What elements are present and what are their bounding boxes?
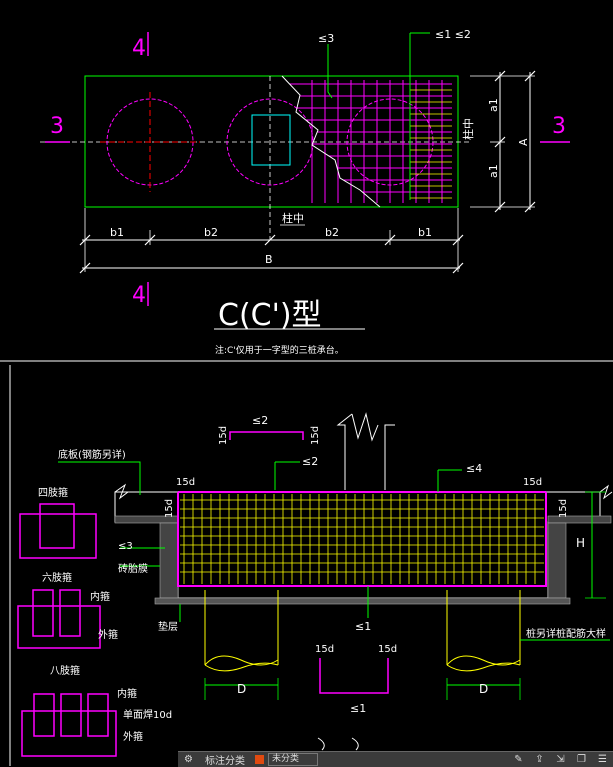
bar-1-bottom-label: ≤1	[350, 702, 366, 715]
section-rebar-grid	[180, 494, 544, 584]
inner-stirrup-8: 内箍	[117, 687, 137, 700]
six-leg-label: 六肢箍	[42, 571, 72, 584]
stirrup-six-leg	[17, 589, 101, 649]
bar-1-label: ≤1	[355, 620, 371, 633]
settings-icon[interactable]: ⚙	[184, 754, 193, 765]
dim-D-left: D	[237, 682, 246, 696]
dim-a1-bottom: a1	[487, 164, 500, 178]
plan-dimensions-right	[470, 70, 536, 213]
cap-outline	[84, 75, 459, 208]
d15-bar1-left: 15d	[315, 644, 334, 655]
bar-1-shape	[319, 658, 389, 694]
rebar-label-3: ≤3	[318, 32, 334, 45]
layers-icon[interactable]: ☰	[598, 754, 607, 765]
export-icon[interactable]: ⇲	[556, 754, 565, 765]
d15-bar2-right: 15d	[310, 426, 321, 445]
pile-right	[446, 590, 521, 672]
column-stub-left	[336, 413, 353, 490]
dim-A: A	[517, 138, 530, 146]
edit-icon[interactable]: ✎	[514, 754, 523, 765]
d15-bar2-left: 15d	[218, 426, 229, 445]
rebar-label-12: ≤1 ≤2	[435, 28, 471, 41]
plan-view: 3 3 4 4 ≤3 ≤1 ≤2 b1 b2 b2 b1	[40, 28, 570, 356]
plan-rebar-grid	[289, 80, 452, 203]
section-view: D D H ≤2 15d 15d 15d 15d ≤1 底板(钢筋另详) 15d	[17, 412, 613, 757]
dimension-category-label: 标注分类	[205, 756, 245, 767]
d15-bar1-right: 15d	[378, 644, 397, 655]
column-center-label-right: 柱中	[461, 118, 475, 140]
dim-b1-left: b1	[110, 226, 124, 239]
section-mark-4-top: 4	[132, 36, 146, 61]
dim-a1-top: a1	[487, 98, 500, 112]
bottom-plate-label: 底板(钢筋另详)	[58, 448, 126, 461]
brick-wall-right	[547, 522, 567, 599]
d15-side-left: 15d	[164, 499, 175, 518]
category-color-swatch	[255, 755, 264, 764]
dim-b2-right: b2	[325, 226, 339, 239]
column-outline	[251, 114, 291, 166]
section-mark-3-left: 3	[50, 114, 64, 139]
bar-2-top-label: ≤2	[252, 414, 268, 427]
cushion-layer	[154, 597, 571, 605]
bar-2-shape	[229, 431, 304, 440]
plan-dimensions-bottom	[79, 208, 464, 274]
category-dropdown[interactable]: 未分类	[268, 753, 319, 766]
outer-stirrup-8: 外箍	[123, 730, 143, 743]
column-break	[351, 412, 379, 442]
dim-b2-left: b2	[204, 226, 218, 239]
upload-icon[interactable]: ⇪	[535, 754, 544, 765]
bar-2-mid-label: ≤2	[302, 455, 318, 468]
column-stub-right	[384, 424, 395, 490]
pile-rebar-note: 桩另详桩配筋大样	[526, 627, 606, 640]
section-mark-4-bottom: 4	[132, 283, 146, 308]
hook-arc-2	[351, 737, 359, 751]
dim-B: B	[265, 253, 273, 266]
inner-stirrup-6: 内箍	[90, 590, 110, 603]
brick-mold-right	[547, 515, 612, 524]
dim-H: H	[576, 536, 585, 550]
break-line	[281, 75, 381, 208]
pile-left	[204, 590, 279, 672]
plan-title: C(C')型	[218, 298, 322, 333]
stirrup-four-leg	[19, 503, 97, 559]
eight-leg-label: 八肢箍	[50, 664, 80, 677]
four-leg-label: 四肢箍	[38, 486, 68, 499]
leader-bottom-plate	[58, 461, 141, 495]
copy-icon[interactable]: ❐	[577, 754, 586, 765]
column-center-label-bottom: 柱中	[282, 211, 304, 225]
d15-top-right: 15d	[523, 477, 542, 488]
bar-4-label: ≤4	[466, 462, 482, 475]
section-mark-3-right: 3	[552, 114, 566, 139]
brick-mold-label: 砖胎膜	[118, 562, 148, 575]
d15-side-right: 15d	[558, 499, 569, 518]
cushion-label: 垫层	[158, 620, 178, 633]
dim-b1-right: b1	[418, 226, 432, 239]
leader-rebar-3	[327, 44, 333, 99]
hook-arc-1	[317, 737, 325, 751]
dim-D-right: D	[479, 682, 488, 696]
brick-wall-left	[159, 522, 179, 599]
rebar-3-label: ≤3	[118, 541, 133, 552]
plan-note: 注:C'仅用于一字型的三桩承台。	[215, 344, 344, 356]
stirrup-eight-leg	[21, 693, 117, 757]
single-side-weld-label: 单面焊10d	[123, 709, 172, 721]
outer-stirrup-6: 外箍	[98, 628, 118, 641]
d15-top-left: 15d	[176, 477, 195, 488]
break-left	[114, 483, 129, 500]
bottom-main-bar	[177, 492, 547, 587]
cad-toolbar: ⚙ 标注分类 未分类 ✎ ⇪ ⇲ ❐ ☰	[178, 751, 613, 767]
